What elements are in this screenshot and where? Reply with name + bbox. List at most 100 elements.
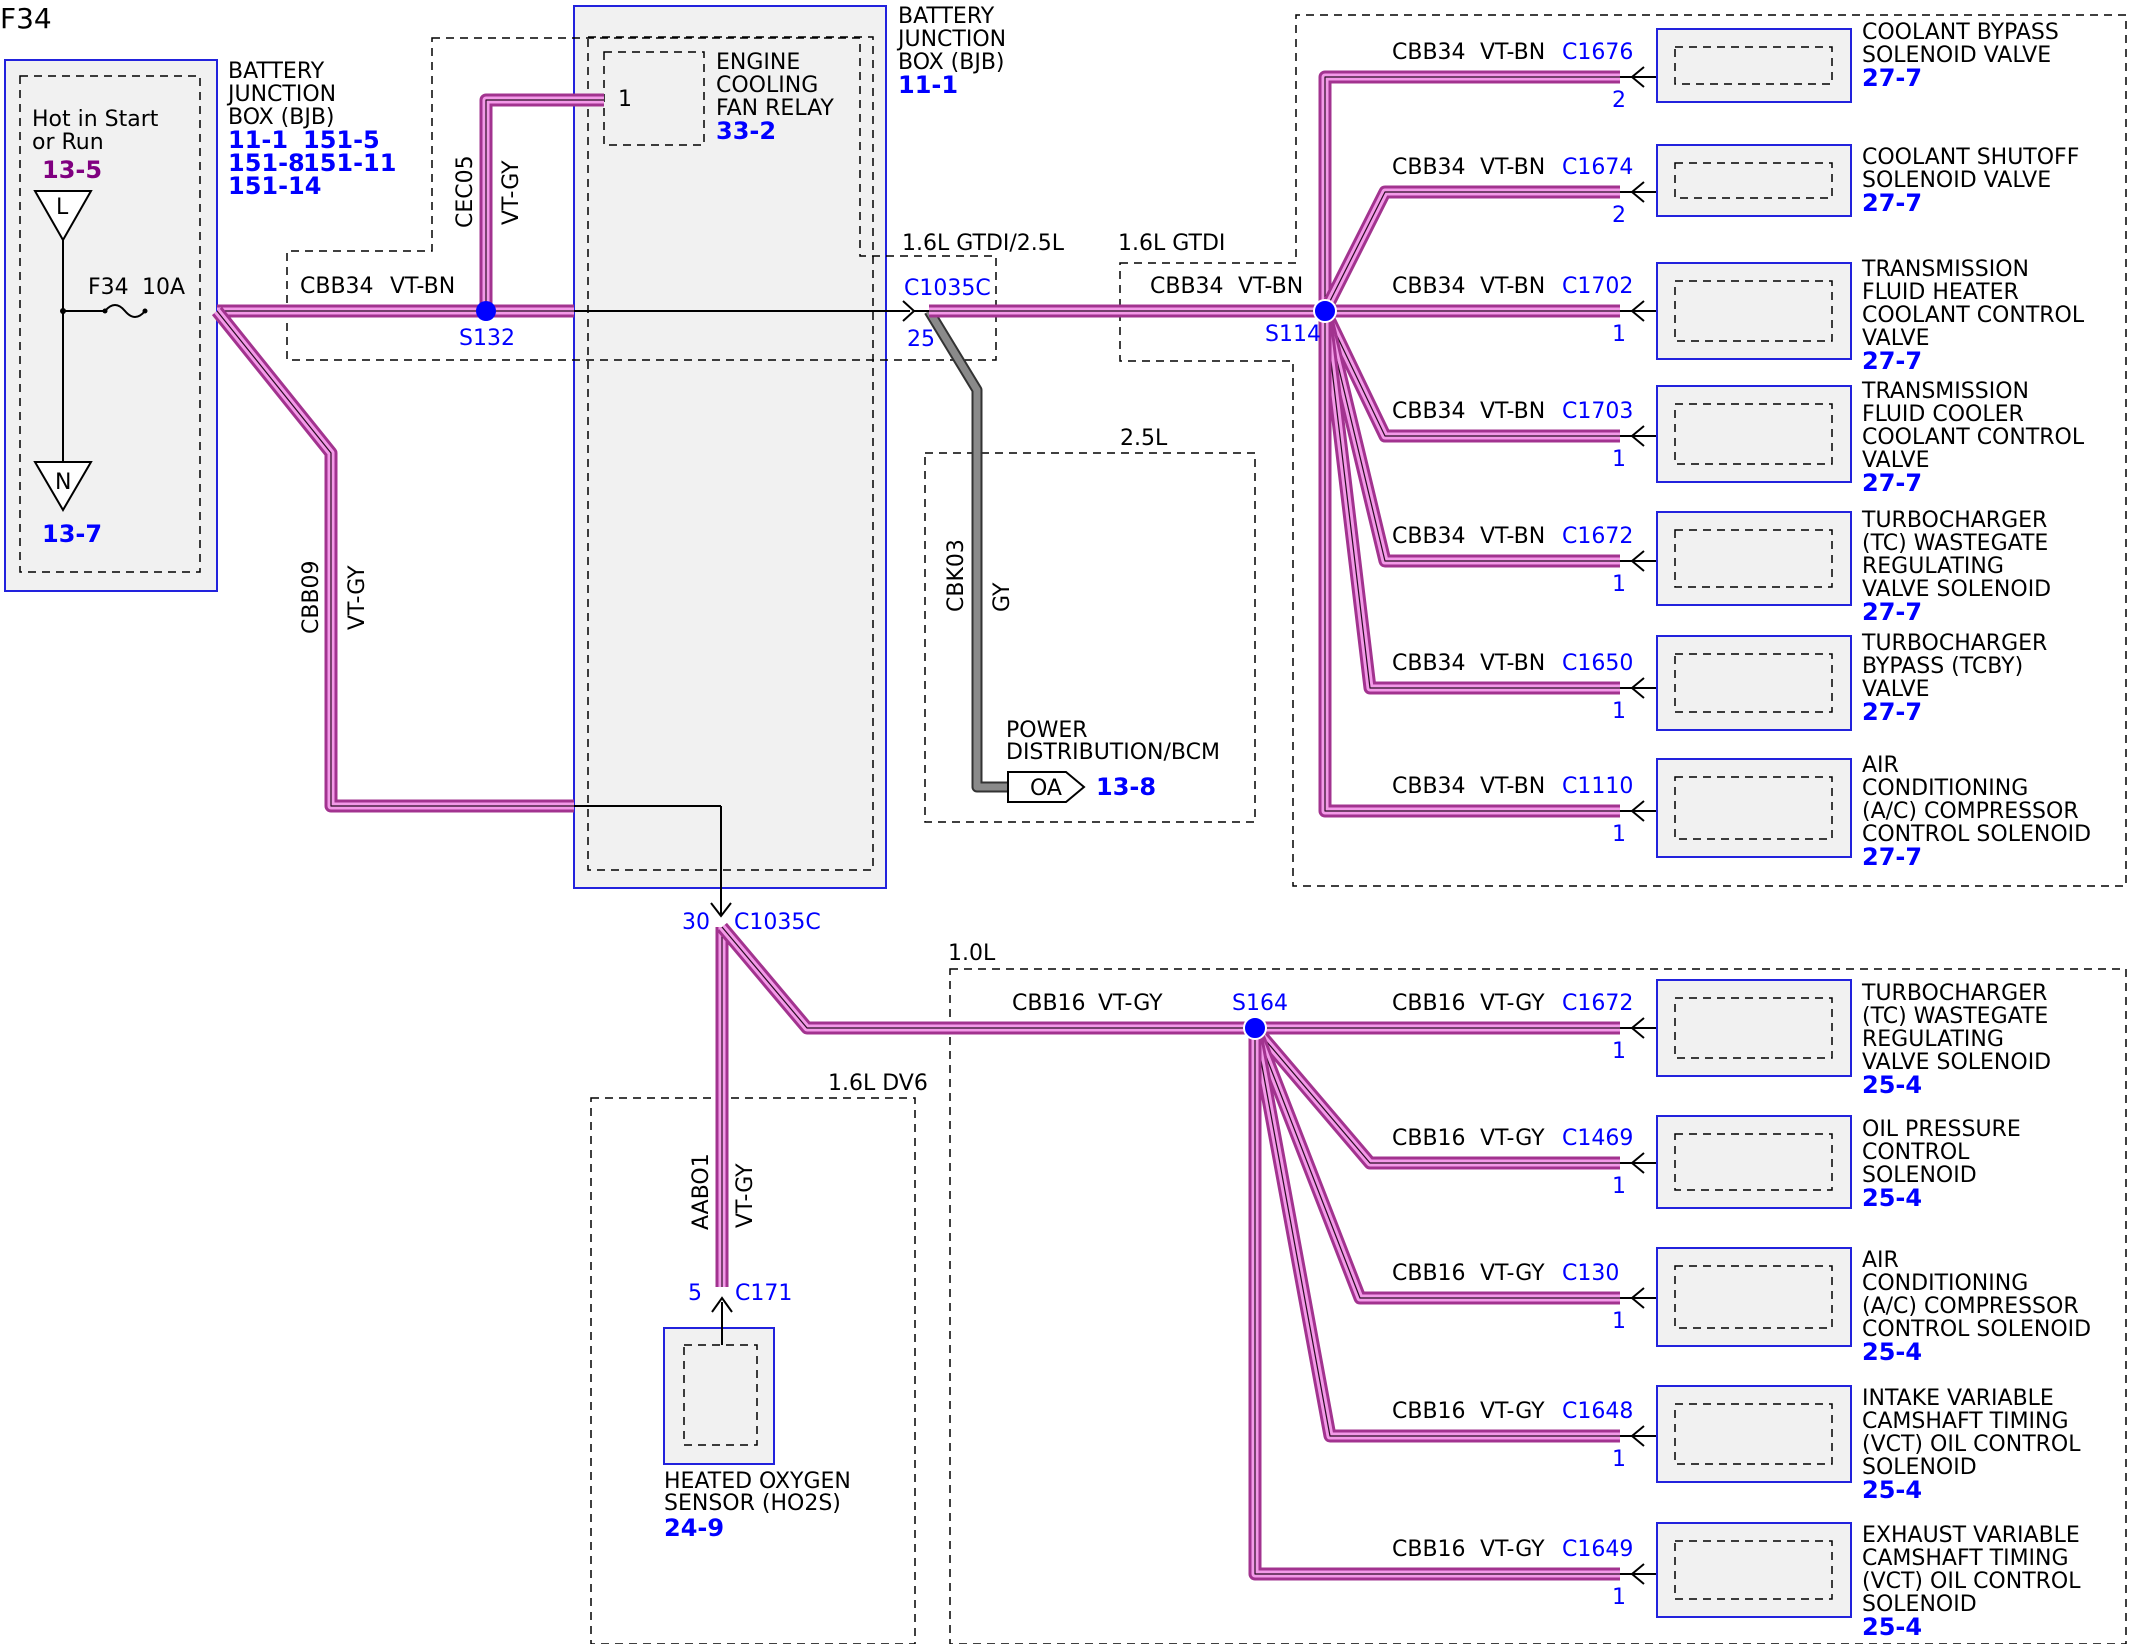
c1035c-arrow-bottom bbox=[710, 902, 732, 918]
splice-s132-label: S132 bbox=[459, 326, 515, 351]
relay-label: ENGINE COOLING FAN RELAY bbox=[716, 50, 834, 121]
wire-branch-loads_top-6[interactable] bbox=[1318, 311, 1620, 818]
load-component[interactable] bbox=[1656, 144, 1852, 217]
wire-branch-loads_top-3[interactable] bbox=[1319, 308, 1620, 443]
connector-label: C1676 bbox=[1562, 40, 1633, 65]
wire-label-cbb16: CBB16 bbox=[1012, 991, 1086, 1016]
ground-N-symbol: N bbox=[33, 461, 93, 512]
wire-cbk03[interactable] bbox=[924, 308, 1008, 793]
N-ref-link[interactable]: 13-7 bbox=[42, 520, 102, 548]
wire-branch-loads_bottom-4[interactable] bbox=[1248, 1028, 1620, 1581]
connector-pin: 1 bbox=[1612, 1039, 1626, 1064]
svg-text:151-11: 151-11 bbox=[303, 149, 396, 177]
load-component[interactable] bbox=[1656, 28, 1852, 103]
wire-label-color: VT-GY bbox=[1480, 1261, 1545, 1286]
splice-s164-label: S164 bbox=[1232, 991, 1288, 1016]
load-component[interactable] bbox=[1656, 385, 1852, 483]
load-ref-link[interactable]: 25-4 bbox=[1862, 1184, 1922, 1212]
load-label-line: CONTROL SOLENOID bbox=[1862, 822, 2091, 847]
ho2s-ref-link[interactable]: 24-9 bbox=[664, 1514, 724, 1542]
wire-label-circuit: CBB34 bbox=[1392, 40, 1466, 65]
wire-cbb16-main[interactable] bbox=[717, 922, 1255, 1035]
wire-label-circuit: CBB16 bbox=[1392, 1537, 1466, 1562]
svg-text:BOX (BJB): BOX (BJB) bbox=[228, 105, 335, 130]
wire-label-color: VT-GY bbox=[1480, 1399, 1545, 1424]
wire-label-circuit: CBB34 bbox=[1392, 774, 1466, 799]
connector-pin: 1 bbox=[1612, 322, 1626, 347]
load-label-line: CONDITIONING bbox=[1862, 1271, 2028, 1296]
connector-pin: 1 bbox=[1612, 1174, 1626, 1199]
wire-label-color: VT-BN bbox=[1480, 155, 1545, 180]
c1035c-top-label: C1035C bbox=[904, 276, 991, 301]
bjb-center-ref-link[interactable]: 11-1 bbox=[898, 71, 958, 99]
splice-s132[interactable] bbox=[476, 301, 496, 321]
relay-ref-link[interactable]: 33-2 bbox=[716, 117, 776, 145]
load-ref-link[interactable]: 27-7 bbox=[1862, 189, 1922, 217]
c1035c-top-pin: 25 bbox=[907, 327, 935, 352]
wire-label-color: VT-BN bbox=[1480, 774, 1545, 799]
load-label-line: (TC) WASTEGATE bbox=[1862, 1004, 2048, 1029]
load-ref-link[interactable]: 25-4 bbox=[1862, 1338, 1922, 1366]
wire-cec05[interactable] bbox=[479, 93, 604, 311]
load-ref-link[interactable]: 25-4 bbox=[1862, 1613, 1922, 1641]
svg-text:151-8: 151-8 bbox=[228, 149, 305, 177]
load-ref-link[interactable]: 27-7 bbox=[1862, 698, 1922, 726]
ho2s-component[interactable] bbox=[663, 1327, 775, 1465]
load-component[interactable] bbox=[1656, 262, 1852, 360]
svg-text:151-5: 151-5 bbox=[303, 126, 380, 154]
load-ref-link[interactable]: 27-7 bbox=[1862, 469, 1922, 497]
wire-branch-loads_bottom-3[interactable] bbox=[1248, 1026, 1620, 1443]
load-ref-link[interactable]: 27-7 bbox=[1862, 843, 1922, 871]
load-label-line: AIR bbox=[1862, 753, 1899, 778]
splice-s114-label: S114 bbox=[1265, 322, 1321, 347]
wire-label-circuit: CBB34 bbox=[1392, 524, 1466, 549]
load-component[interactable] bbox=[1656, 1115, 1852, 1209]
load-component[interactable] bbox=[1656, 635, 1852, 731]
load-label-line: CONTROL bbox=[1862, 1140, 1970, 1165]
wire-label-color: VT-BN bbox=[1480, 274, 1545, 299]
load-ref-link[interactable]: 25-4 bbox=[1862, 1071, 1922, 1099]
splice-s164[interactable] bbox=[1243, 1016, 1267, 1040]
wire-cbb09[interactable] bbox=[211, 306, 574, 813]
hot-ref-link[interactable]: 13-5 bbox=[42, 156, 102, 184]
svg-text:BATTERY: BATTERY bbox=[228, 59, 325, 84]
load-component[interactable] bbox=[1656, 511, 1852, 606]
wire-branch-loads_top-4[interactable] bbox=[1318, 309, 1620, 568]
load-component[interactable] bbox=[1656, 1385, 1852, 1483]
wire-branch-loads_top-0[interactable] bbox=[1318, 70, 1620, 311]
wire-label-circuit: CBB16 bbox=[1392, 1399, 1466, 1424]
hot-label-2: or Run bbox=[32, 130, 104, 155]
load-ref-link[interactable]: 27-7 bbox=[1862, 598, 1922, 626]
load-component[interactable] bbox=[1656, 1247, 1852, 1347]
load-label-line: TRANSMISSION bbox=[1861, 257, 2029, 282]
wire-branch-loads_bottom-2[interactable] bbox=[1248, 1025, 1620, 1305]
load-ref-link[interactable]: 25-4 bbox=[1862, 1476, 1922, 1504]
load-label-line: COOLANT SHUTOFF bbox=[1862, 145, 2079, 170]
load-label-line: (TC) WASTEGATE bbox=[1862, 531, 2048, 556]
load-label-line: TURBOCHARGER bbox=[1861, 508, 2047, 533]
c171-pin: 5 bbox=[688, 1281, 702, 1306]
connector-pin: 1 bbox=[1612, 1309, 1626, 1334]
bjb-center-label: BATTERY JUNCTION BOX (BJB) bbox=[896, 4, 1006, 75]
wire-branch-loads_top-5[interactable] bbox=[1318, 310, 1620, 695]
wire-branch-loads_bottom-1[interactable] bbox=[1250, 1023, 1620, 1170]
pd-label-1: POWER bbox=[1006, 718, 1088, 743]
connector-label: C1469 bbox=[1562, 1126, 1633, 1151]
load-component[interactable] bbox=[1656, 1522, 1852, 1618]
bjb-center[interactable] bbox=[573, 5, 887, 889]
load-component[interactable] bbox=[1656, 979, 1852, 1077]
power-distribution-tag[interactable]: OA bbox=[1007, 771, 1086, 803]
connector-label: C1703 bbox=[1562, 399, 1633, 424]
wire-label-cbk03: CBK03 bbox=[944, 539, 969, 612]
svg-text:BOX (BJB): BOX (BJB) bbox=[898, 50, 1005, 75]
load-component[interactable] bbox=[1656, 758, 1852, 858]
pd-ref-link[interactable]: 13-8 bbox=[1096, 773, 1156, 801]
load-ref-link[interactable]: 27-7 bbox=[1862, 347, 1922, 375]
svg-text:N: N bbox=[55, 470, 71, 495]
wire-branch-loads_top-1[interactable] bbox=[1319, 185, 1620, 314]
bjb-left[interactable] bbox=[4, 59, 218, 592]
load-label-line: VALVE bbox=[1862, 448, 1929, 473]
connector-label: C1650 bbox=[1562, 651, 1633, 676]
splice-s114[interactable] bbox=[1313, 299, 1337, 323]
load-ref-link[interactable]: 27-7 bbox=[1862, 64, 1922, 92]
